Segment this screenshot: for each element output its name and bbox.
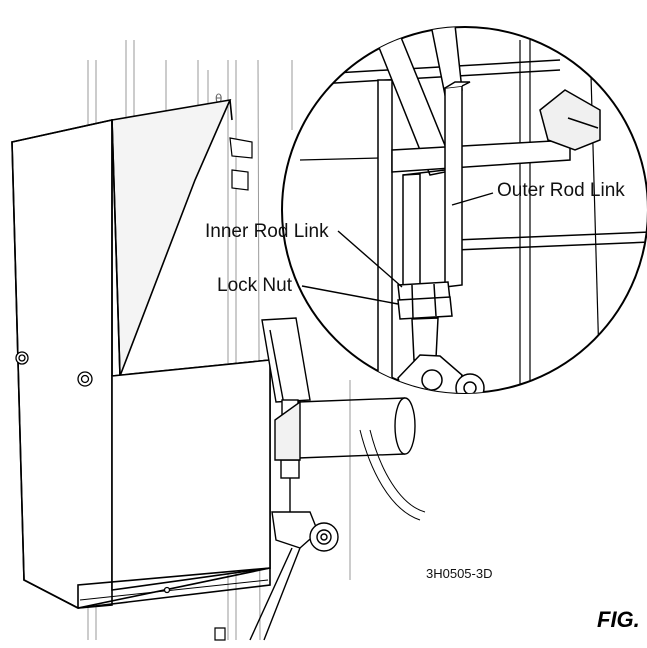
callout-inner-rod-link: Inner Rod Link	[205, 221, 329, 242]
callout-lock-nut: Lock Nut	[217, 275, 292, 296]
drawing-code: 3H0505-3D	[426, 566, 493, 581]
leader-lines	[301, 192, 494, 305]
callout-outer-rod-link: Outer Rod Link	[497, 180, 625, 201]
mount-bracket	[214, 137, 253, 641]
lower-linkage	[249, 317, 426, 641]
box-bolts	[15, 351, 171, 594]
control-box	[11, 98, 271, 609]
rivet-mark: θ	[215, 92, 222, 106]
figure-label: FIG.	[597, 607, 640, 632]
